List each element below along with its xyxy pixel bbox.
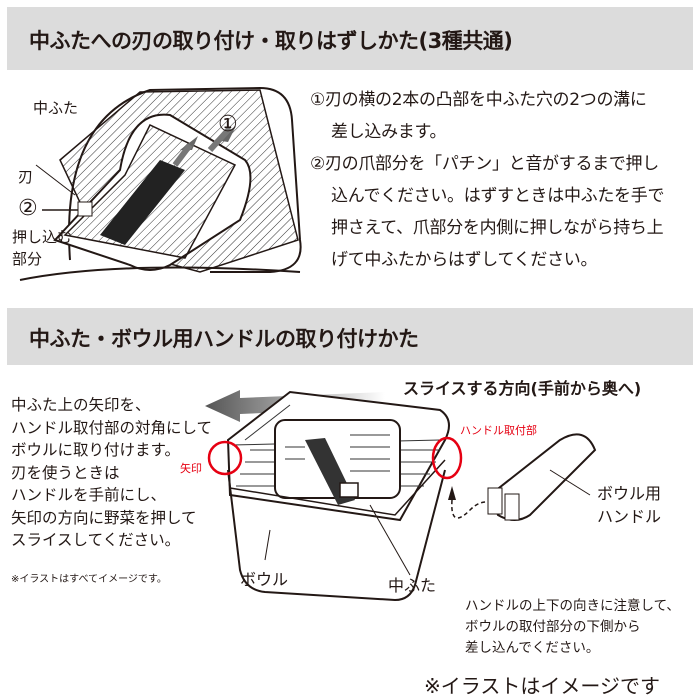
instruction-line: ボウルに取り付けます。 [11, 441, 180, 459]
footer-note: ※イラストはイメージです [424, 674, 660, 698]
label-push-part-1: 押し込む [12, 228, 73, 246]
label-arrow-mark: 矢印 [180, 462, 202, 475]
instruction-line: ②刃の爪部分を「パチン」と音がするまで押し [310, 154, 659, 174]
instruction-line: ハンドルを手前にし、 [11, 486, 167, 504]
section2-title: 中ふた・ボウル用ハンドルの取り付けかた [29, 327, 419, 351]
section1-header: 中ふたへの刃の取り付け・取りはずしかた(3種共通) [7, 7, 693, 70]
label-handle-mount: ハンドル取付部 [460, 424, 537, 437]
label-inner-lid: 中ふた [33, 99, 79, 117]
instruction-line: ハンドル取付部の対角にして [11, 418, 213, 437]
instruction-line: げて中ふたからはずしてください。 [331, 250, 598, 270]
instruction-line: スライスしてください。 [11, 531, 181, 549]
handle-instructions: ハンドルの上下の向きに注意して、 ボウルの取付部分の下側から 差し込んでください… [465, 596, 680, 659]
section2-header: 中ふた・ボウル用ハンドルの取り付けかた [7, 308, 693, 365]
label-inner-lid: 中ふた [388, 576, 437, 595]
section1-instructions: ①刃の横の2本の凸部を中ふた穴の2つの溝に 差し込みます。 ②刃の爪部分を「パチ… [310, 84, 664, 276]
slice-direction-label: スライスする方向(手前から奥へ) [403, 379, 642, 398]
instruction-line: 刃を使うときは [11, 463, 120, 482]
instruction-line: 中ふた上の矢印を、 [11, 396, 151, 414]
instruction-line: 矢印の方向に野菜を押して [11, 508, 197, 527]
small-note: ※イラストはすべてイメージです。 [11, 574, 167, 585]
step2-marker: ② [18, 196, 38, 221]
instruction-line: 差し込んでください。 [465, 640, 600, 656]
label-bowl-handle-1: ボウル用 [597, 484, 662, 503]
step1-marker: ① [218, 112, 238, 137]
instruction-line: ハンドルの上下の向きに注意して、 [465, 598, 680, 614]
label-blade: 刃 [18, 168, 34, 186]
instruction-line: 差し込みます。 [331, 122, 447, 142]
instruction-line: ①刃の横の2本の凸部を中ふた穴の2つの溝に [310, 90, 647, 110]
section2-instructions: 中ふた上の矢印を、 ハンドル取付部の対角にして ボウルに取り付けます。 刃を使う… [11, 394, 212, 552]
label-bowl-handle-2: ハンドル [597, 507, 662, 526]
instruction-line: 押さえて、爪部分を内側に押しながら持ち上 [331, 218, 664, 238]
section1-title: 中ふたへの刃の取り付け・取りはずしかた(3種共通) [29, 29, 513, 53]
label-bowl: ボウル [240, 570, 289, 589]
instruction-line: ボウルの取付部分の下側から [465, 619, 641, 635]
instruction-line: 込んでください。はずすときは中ふたを手で [331, 186, 665, 206]
label-push-part-2: 部分 [12, 250, 43, 268]
